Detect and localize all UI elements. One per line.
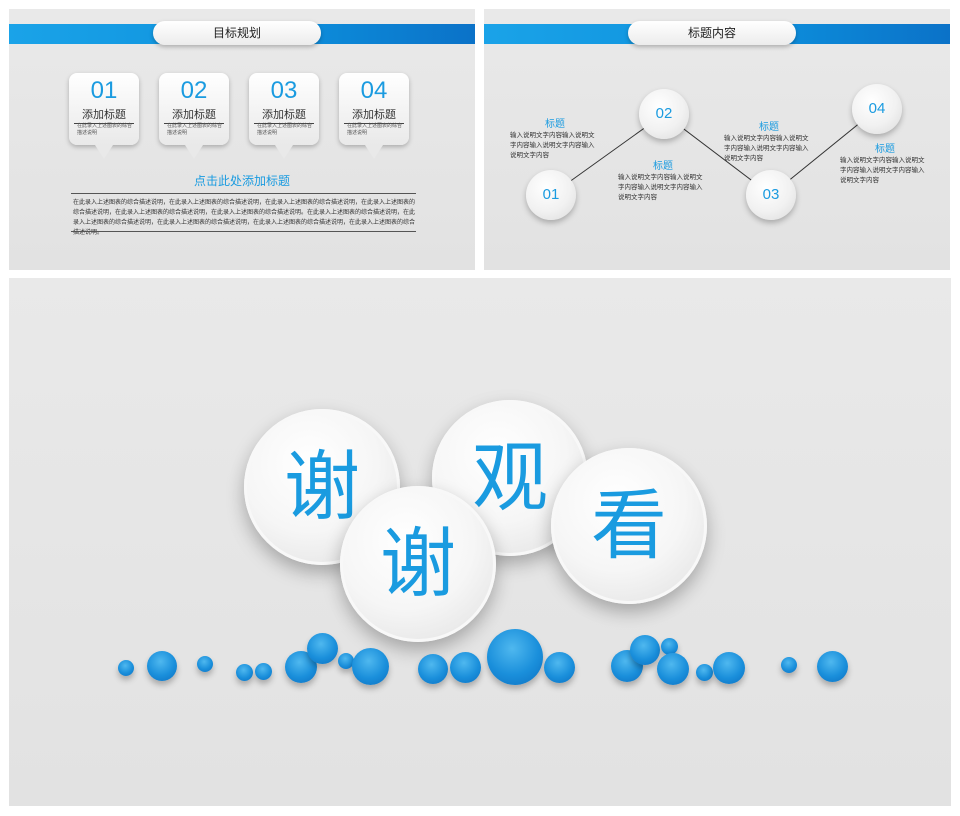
blue-dot [696, 664, 713, 681]
text-block-3: 标题 输入说明文字内容输入说明文字内容输入说明文字内容输入说明文字内容 [724, 118, 814, 163]
slide-title: 标题内容 [628, 21, 796, 45]
step-node-1[interactable]: 01 [526, 170, 576, 220]
blue-dot [544, 652, 575, 683]
step-node-4[interactable]: 04 [852, 84, 902, 134]
blue-dot [781, 657, 797, 673]
callout-desc: 在此录入上述图表的综合描述说明 [77, 123, 133, 136]
blue-dot [338, 653, 354, 669]
block-text: 输入说明文字内容输入说明文字内容输入说明文字内容输入说明文字内容 [510, 131, 595, 159]
blue-dot [418, 654, 448, 684]
blue-dot [661, 638, 678, 655]
callout-card-4[interactable]: 04 添加标题 在此录入上述图表的综合描述说明 [339, 73, 409, 159]
blue-dot [307, 633, 338, 664]
callout-title: 添加标题 [74, 106, 134, 124]
text-block-2: 标题 输入说明文字内容输入说明文字内容输入说明文字内容输入说明文字内容 [618, 157, 708, 202]
blue-dot [118, 660, 134, 676]
block-title: 标题 [653, 161, 673, 172]
callout-desc: 在此录入上述图表的综合描述说明 [257, 123, 313, 136]
slide-title: 目标规划 [153, 21, 321, 45]
block-text: 输入说明文字内容输入说明文字内容输入说明文字内容输入说明文字内容 [618, 173, 703, 201]
blue-dot [713, 652, 745, 684]
callout-card-3[interactable]: 03 添加标题 在此录入上述图表的综合描述说明 [249, 73, 319, 159]
callout-title: 添加标题 [164, 106, 224, 124]
callout-number: 03 [270, 77, 298, 104]
blue-dot [657, 653, 689, 685]
callout-card-1[interactable]: 01 添加标题 在此录入上述图表的综合描述说明 [69, 73, 139, 159]
circle-char-xie-2: 谢 [340, 486, 496, 642]
block-text: 输入说明文字内容输入说明文字内容输入说明文字内容输入说明文字内容 [840, 156, 925, 184]
slide-target-planning[interactable]: 目标规划 01 添加标题 在此录入上述图表的综合描述说明 02 添加标题 在此录… [9, 9, 475, 270]
callout-number: 01 [90, 77, 118, 104]
block-text: 输入说明文字内容输入说明文字内容输入说明文字内容输入说明文字内容 [724, 134, 809, 162]
blue-dot [197, 656, 213, 672]
connector-lines [550, 108, 878, 196]
callout-card-2[interactable]: 02 添加标题 在此录入上述图表的综合描述说明 [159, 73, 229, 159]
block-title: 标题 [759, 122, 779, 133]
text-block-1: 标题 输入说明文字内容输入说明文字内容输入说明文字内容输入说明文字内容 [510, 115, 600, 160]
blue-dot [817, 651, 848, 682]
blue-dot [450, 652, 481, 683]
blue-dot [487, 629, 543, 685]
block-title: 标题 [875, 144, 895, 155]
slide-title-content[interactable]: 标题内容 01 02 03 04 标题 输入说明文字内容输入说明文字内容输入说明… [484, 9, 950, 270]
description-paragraph: 在此录入上述图表的综合描述说明，在此录入上述图表的综合描述说明，在此录入上述图表… [73, 199, 416, 236]
step-node-2[interactable]: 02 [639, 89, 689, 139]
callout-desc: 在此录入上述图表的综合描述说明 [347, 123, 403, 136]
callout-desc: 在此录入上述图表的综合描述说明 [167, 123, 223, 136]
divider-top [71, 193, 416, 194]
callout-number: 04 [360, 77, 388, 104]
blue-dot [255, 663, 272, 680]
circle-char-kan: 看 [551, 448, 707, 604]
step-node-3[interactable]: 03 [746, 170, 796, 220]
blue-dot [147, 651, 177, 681]
callout-number: 02 [180, 77, 208, 104]
divider-bottom [71, 231, 416, 232]
blue-dot [352, 648, 389, 685]
callout-title: 添加标题 [254, 106, 314, 124]
section-heading: 点击此处添加标题 [193, 174, 290, 188]
blue-dot [236, 664, 253, 681]
text-block-4: 标题 输入说明文字内容输入说明文字内容输入说明文字内容输入说明文字内容 [840, 140, 930, 185]
block-title: 标题 [545, 119, 565, 130]
callout-title: 添加标题 [344, 106, 404, 124]
slide-thank-you[interactable]: 观 谢 谢 看 [9, 278, 951, 806]
blue-dot [630, 635, 660, 665]
